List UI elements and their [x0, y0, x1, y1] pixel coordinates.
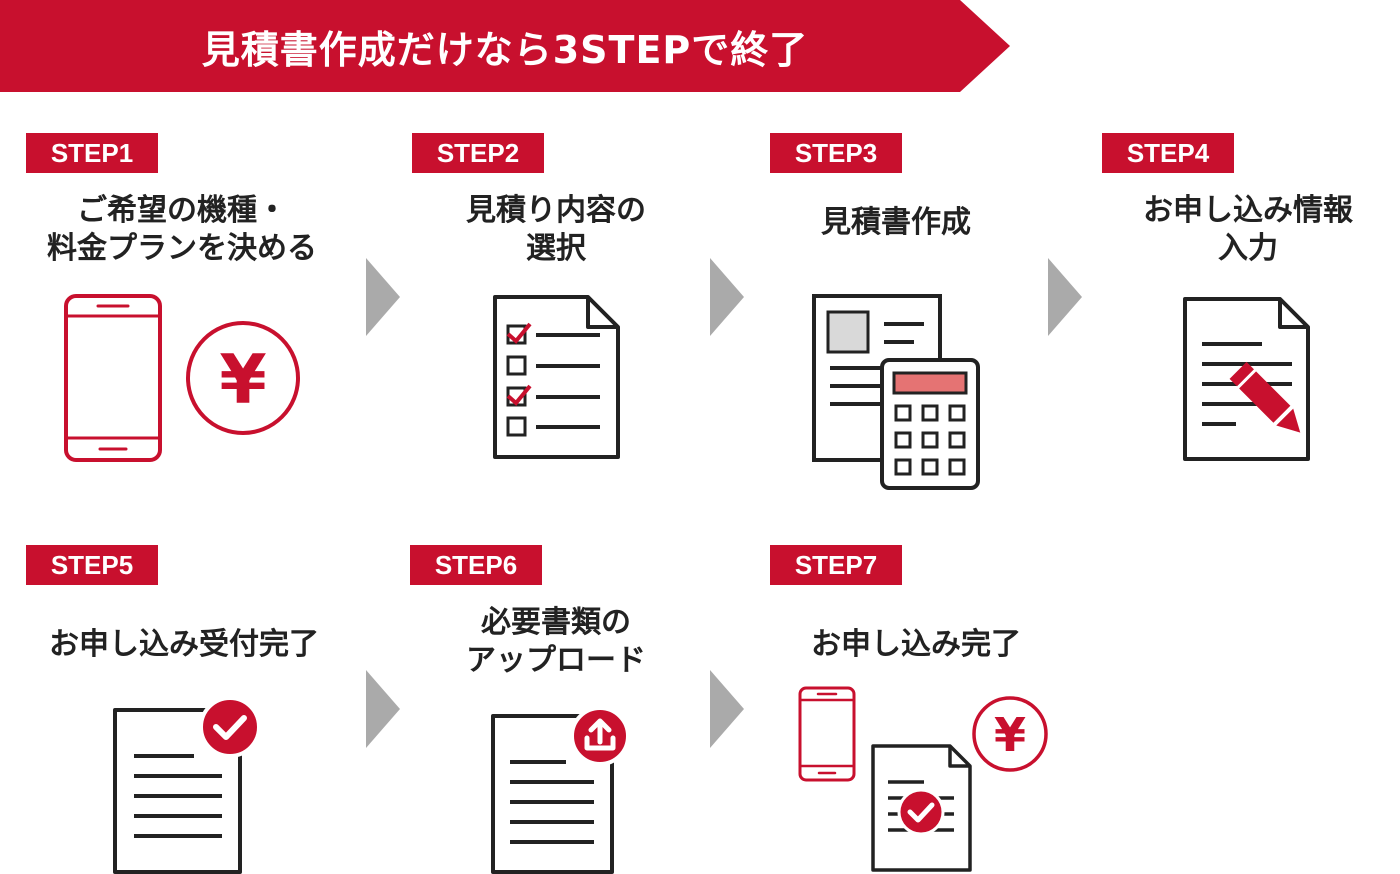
banner-arrow-shape: [0, 0, 1010, 92]
step1-title: ご希望の機種・ 料金プランを決める: [47, 193, 317, 266]
checklist-icon: [493, 295, 620, 459]
step2-title: 見積り内容の 選択: [466, 193, 646, 266]
document-calculator-icon: [812, 294, 980, 490]
svg-text:¥: ¥: [994, 708, 1026, 762]
step6-badge: STEP6: [410, 545, 542, 585]
step3-title: 見積書作成: [821, 205, 971, 240]
smartphone-yen-icon: ¥: [64, 294, 300, 462]
svg-text:¥: ¥: [219, 341, 266, 420]
step5-badge: STEP5: [26, 545, 158, 585]
banner-title: 見積書作成だけなら3STEPで終了: [201, 27, 809, 72]
step-arrow-5: [710, 670, 744, 748]
document-check-icon: [113, 696, 261, 874]
step-arrow-1: [366, 258, 400, 336]
document-pen-icon: [1183, 297, 1310, 461]
step7-title: お申し込み完了: [811, 627, 1021, 662]
step-arrow-4: [366, 670, 400, 748]
step5-title: お申し込み受付完了: [49, 627, 319, 662]
step3-badge: STEP3: [770, 133, 902, 173]
step7-badge: STEP7: [770, 545, 902, 585]
step2-badge: STEP2: [412, 133, 544, 173]
smartphone-document-yen-icon: ¥: [798, 686, 1048, 872]
step-arrow-2: [710, 258, 744, 336]
step-arrow-3: [1048, 258, 1082, 336]
step4-badge: STEP4: [1102, 133, 1234, 173]
header-banner: 見積書作成だけなら3STEPで終了: [0, 0, 1012, 92]
step4-title: お申し込み情報 入力: [1143, 193, 1353, 266]
step1-badge: STEP1: [26, 133, 158, 173]
step6-title: 必要書類の アップロード: [466, 605, 646, 678]
document-upload-icon: [491, 706, 630, 874]
